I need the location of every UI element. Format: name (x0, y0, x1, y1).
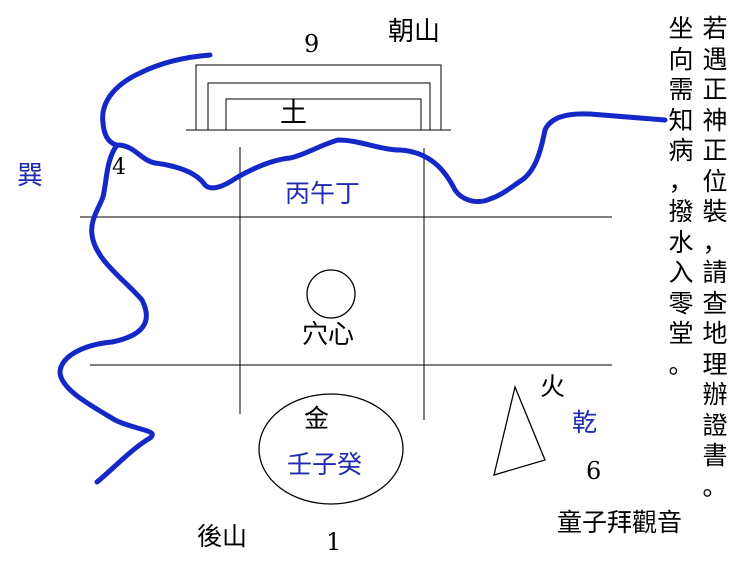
metal-label: 金 (304, 404, 330, 433)
qian-label: 乾 (572, 408, 598, 437)
verse-char: 正 (702, 75, 728, 104)
front-mountain-label: 朝山 (388, 17, 441, 47)
verse-char: 神 (702, 105, 728, 135)
xun-label: 巽 (17, 161, 44, 191)
bing-wu-ding-label: 丙午丁 (285, 179, 361, 208)
verse-char: 。 (668, 349, 694, 379)
number-left: 4 (112, 155, 126, 180)
earth-label: 土 (280, 98, 307, 129)
caption: 童子拜觀音 (557, 508, 683, 537)
mountain-outer-line (195, 64, 442, 130)
verse-char: 理 (702, 349, 728, 379)
grid-lines (80, 147, 612, 420)
verse-char: ， (668, 166, 694, 196)
verse-char: 證 (702, 410, 728, 440)
verse-char: 知 (668, 105, 694, 135)
verse-char: 水 (668, 227, 694, 257)
number-top: 9 (304, 30, 320, 58)
verse-char: ， (702, 227, 728, 257)
number-bottom: 1 (326, 528, 342, 556)
verse-column-right: 若遇正神正位裝，請查地理辦證書。 (701, 14, 729, 502)
fire-label: 火 (540, 372, 566, 401)
verse-char: 書 (702, 441, 728, 470)
verse-char: 遇 (702, 44, 728, 74)
verse-char: 。 (702, 471, 728, 501)
verse-char: 向 (668, 44, 694, 74)
number-right: 6 (586, 457, 602, 485)
verse-char: 查 (702, 288, 728, 318)
mountain-inner-box (225, 98, 422, 131)
bottom-oval (258, 393, 404, 505)
verse-char: 若 (702, 14, 728, 43)
verse-column-left: 坐向需知病，撥水入零堂。 (667, 14, 695, 380)
verse-char: 位 (702, 166, 728, 196)
verse-char: 撥 (668, 197, 694, 226)
xue-xin-label: 穴心 (302, 320, 355, 350)
back-mountain-label: 後山 (197, 522, 248, 551)
water-river (57, 52, 668, 485)
xue-circle (306, 269, 356, 319)
verse-char: 請 (702, 258, 728, 287)
ren-zi-gui-label: 壬子癸 (287, 450, 363, 479)
verse-char: 入 (668, 258, 694, 287)
verse-char: 需 (668, 75, 694, 104)
verse-char: 坐 (668, 14, 694, 43)
verse-char: 正 (702, 136, 728, 165)
verse-char: 堂 (668, 319, 694, 348)
verse-char: 病 (668, 136, 694, 165)
verse-char: 辦 (702, 380, 728, 409)
verse-char: 裝 (702, 197, 728, 226)
mountain-middle-line (207, 82, 431, 130)
verse-char: 零 (668, 288, 694, 318)
verse-char: 地 (702, 319, 728, 348)
fire-triangle (493, 384, 546, 476)
front-mountain-shape (186, 64, 451, 131)
